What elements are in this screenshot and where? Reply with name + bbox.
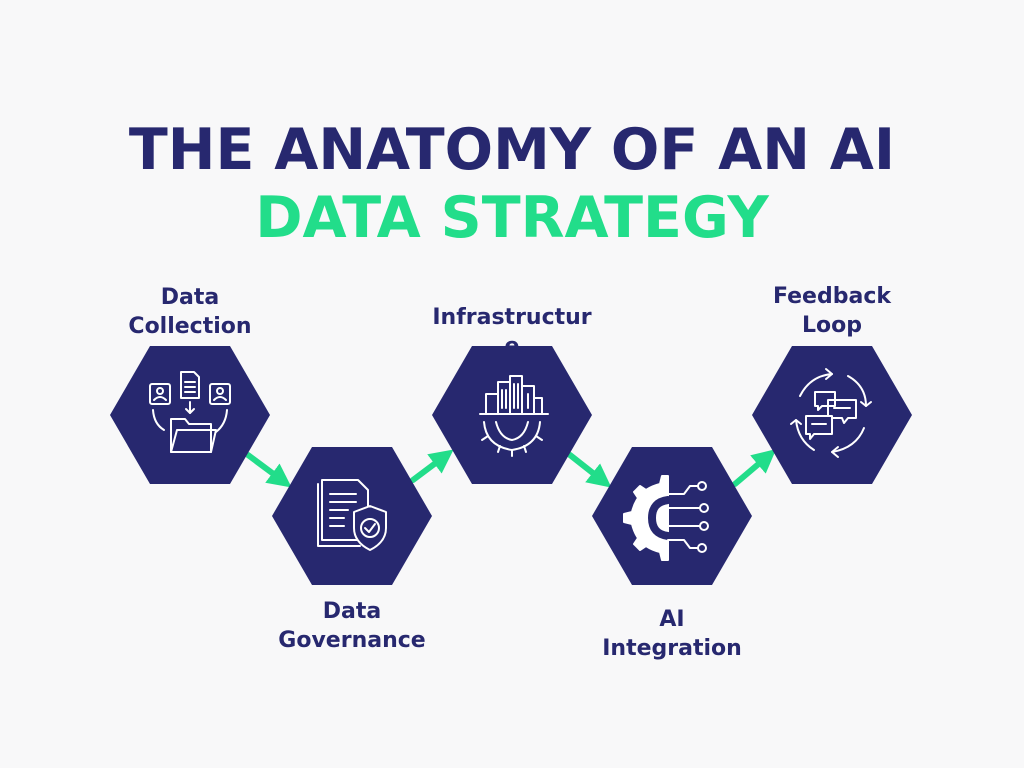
step-1-hexagon bbox=[110, 346, 270, 484]
document-shield-icon bbox=[317, 479, 387, 551]
step-4-label: AI Integration bbox=[572, 605, 772, 663]
arrow-3-to-4 bbox=[567, 452, 612, 488]
connector-arrows bbox=[245, 449, 777, 488]
title-line-1: THE ANATOMY OF AN AI bbox=[128, 117, 896, 183]
data-collection-icon bbox=[149, 371, 231, 453]
title-line-2: DATA STRATEGY bbox=[255, 185, 769, 251]
ai-gear-circuit-icon bbox=[623, 475, 709, 561]
step-4-label-line-2: Integration bbox=[602, 636, 742, 661]
step-3-label: Infrastructur e bbox=[412, 303, 612, 347]
step-5-label-line-2: Loop bbox=[802, 313, 862, 338]
step-1-label: Data Collection bbox=[110, 283, 270, 341]
step-3-label-line-2: e bbox=[504, 334, 520, 347]
arrow-1-to-2 bbox=[245, 452, 292, 488]
step-4-label-line-1: AI bbox=[659, 607, 685, 632]
step-3-label-line-1: Infrastructur bbox=[432, 305, 592, 330]
feedback-loop-icon bbox=[790, 368, 872, 458]
step-4-hexagon bbox=[592, 447, 752, 585]
step-5-label: Feedback Loop bbox=[732, 282, 932, 340]
arrow-2-to-3 bbox=[410, 449, 454, 483]
infrastructure-gear-icon bbox=[479, 375, 549, 457]
step-1-label-line-1: Data bbox=[160, 285, 220, 310]
step-2-hexagon bbox=[272, 447, 432, 585]
step-2-label-line-1: Data bbox=[322, 599, 382, 624]
step-5-label-line-1: Feedback bbox=[773, 284, 891, 309]
arrow-4-to-5 bbox=[732, 449, 777, 487]
step-2-label-line-2: Governance bbox=[278, 628, 426, 653]
step-2-label: Data Governance bbox=[252, 597, 452, 655]
step-1-label-line-2: Collection bbox=[128, 314, 252, 339]
